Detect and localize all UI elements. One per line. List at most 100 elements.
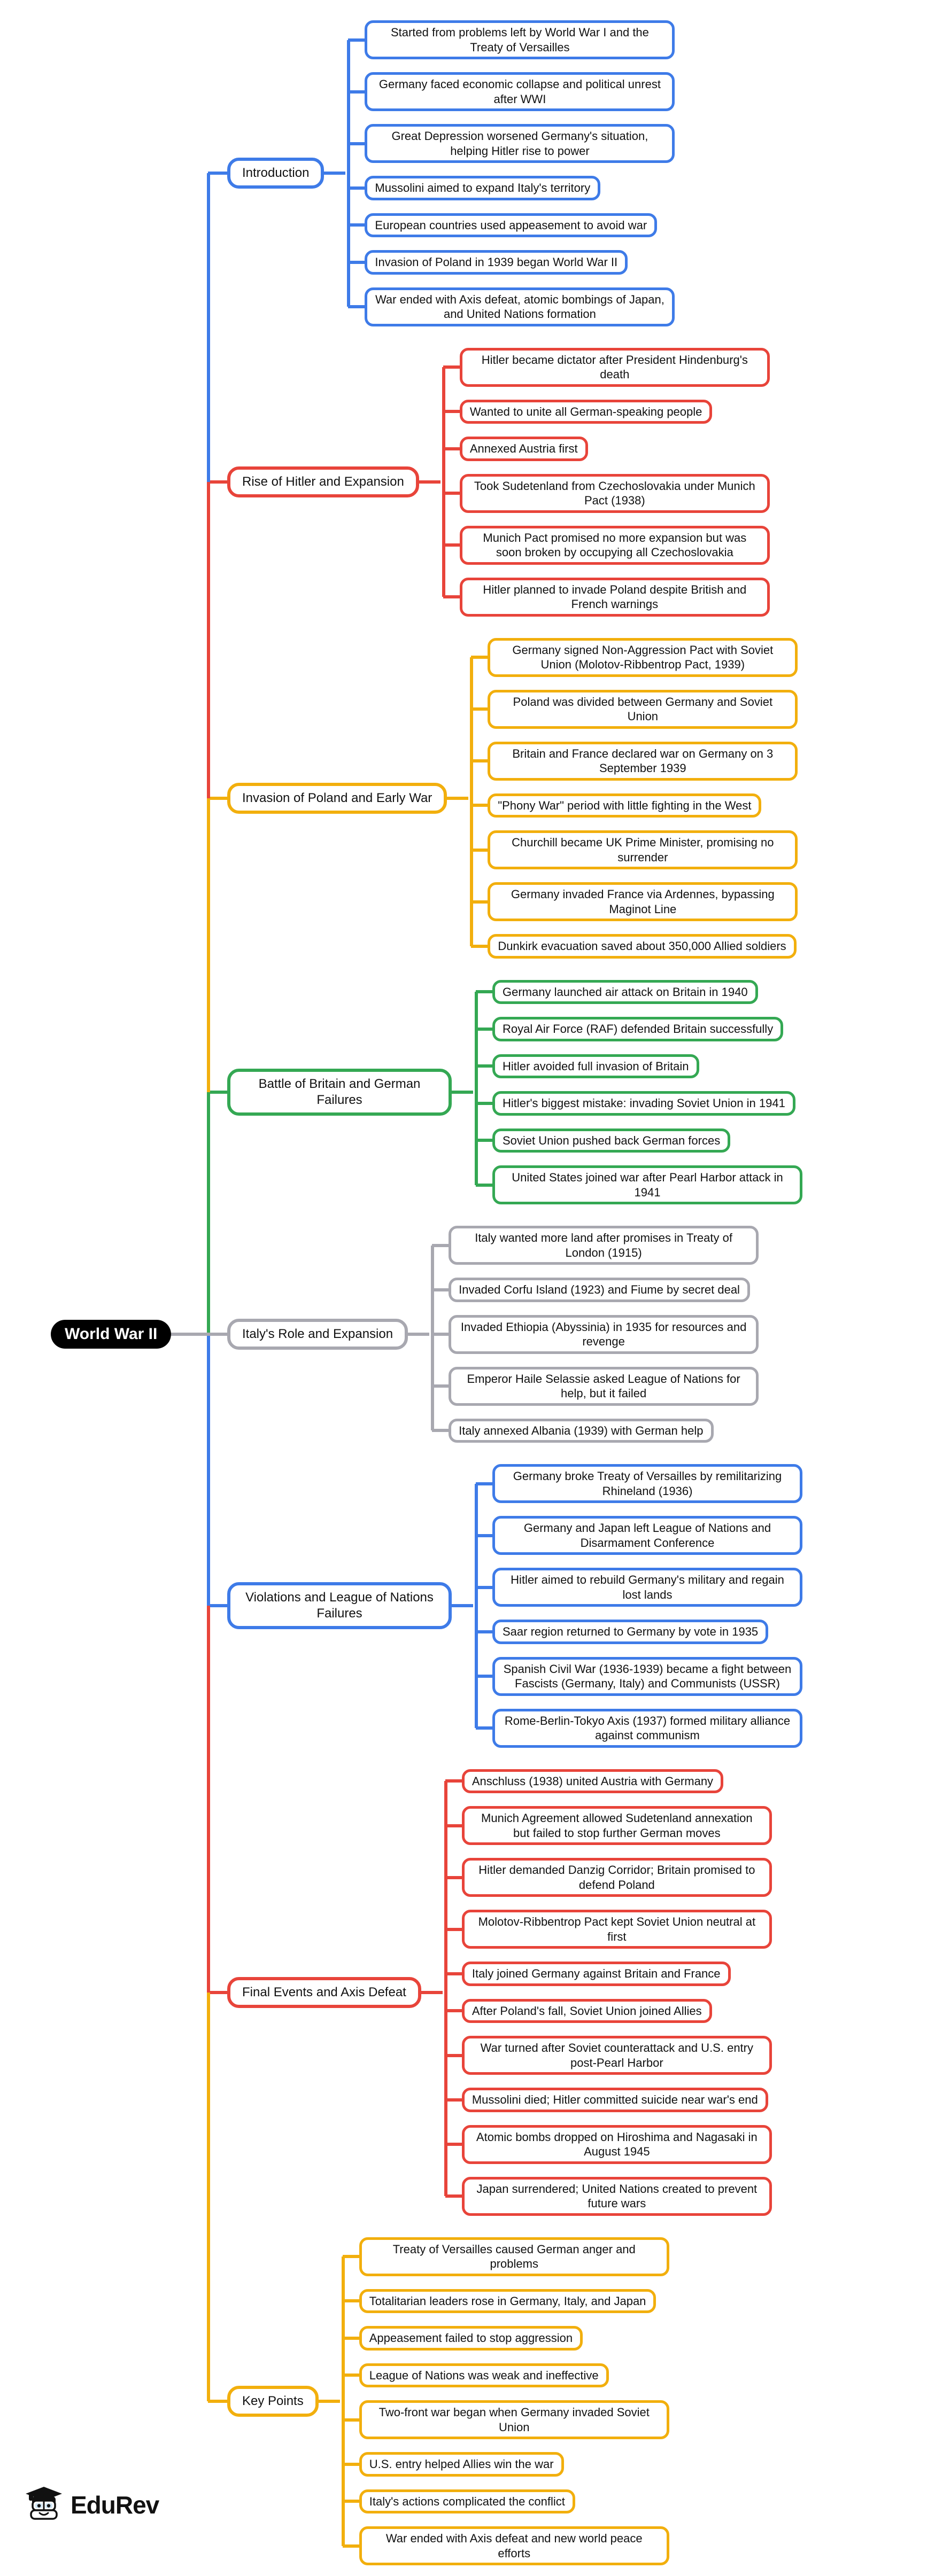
leaf-node: Munich Pact promised no more expansion b… (460, 526, 770, 565)
leaf-node: War ended with Axis defeat, atomic bombi… (365, 287, 675, 326)
edurev-wordmark: EduRev (71, 2491, 159, 2519)
leaf-list: Treaty of Versailles caused German anger… (340, 2237, 669, 2566)
connector-line (207, 1334, 210, 1453)
branch-label-key-points: Key Points (227, 2386, 319, 2417)
leaf-node: Totalitarian leaders rose in Germany, It… (359, 2289, 656, 2314)
branch-label-final-events: Final Events and Axis Defeat (227, 1977, 421, 2008)
leaf-node: Mussolini aimed to expand Italy's territ… (365, 176, 600, 200)
leaf-list: Germany signed Non-Aggression Pact with … (468, 638, 798, 959)
connector-line (207, 173, 210, 337)
connector-line (207, 482, 210, 627)
leaf-node: After Poland's fall, Soviet Union joined… (462, 1999, 712, 2024)
connector-line (207, 1993, 210, 2227)
leaf-node: Atomic bombs dropped on Hiroshima and Na… (462, 2125, 772, 2164)
leaf-node: War turned after Soviet counterattack an… (462, 2036, 772, 2075)
leaf-node: Italy joined Germany against Britain and… (462, 1962, 731, 1986)
leaf-node: Germany and Japan left League of Nations… (492, 1516, 802, 1555)
leaf-node: Poland was divided between Germany and S… (488, 690, 798, 729)
leaf-node: Soviet Union pushed back German forces (492, 1129, 730, 1153)
leaf-node: Royal Air Force (RAF) defended Britain s… (492, 1017, 783, 1041)
leaf-node: Italy's actions complicated the conflict (359, 2489, 575, 2514)
leaf-node: Invasion of Poland in 1939 began World W… (365, 250, 628, 275)
connector-line (207, 798, 210, 969)
leaf-node: Germany broke Treaty of Versailles by re… (492, 1464, 802, 1503)
leaf-node: Two-front war began when Germany invaded… (359, 2400, 669, 2439)
leaf-node: Annexed Austria first (460, 437, 588, 461)
connector-line (207, 627, 210, 798)
branch-rise-of-hitler: Rise of Hitler and Expansion Hitler beca… (227, 337, 935, 627)
branch-italys-role: Italy's Role and Expansion Italy wanted … (227, 1215, 935, 1453)
leaf-node: Dunkirk evacuation saved about 350,000 A… (488, 934, 796, 959)
leaf-node: Japan surrendered; United Nations create… (462, 2177, 772, 2216)
leaf-node: European countries used appeasement to a… (365, 213, 657, 238)
leaf-node: Saar region returned to Germany by vote … (492, 1620, 768, 1644)
connector-line (207, 2227, 210, 2401)
leaf-node: War ended with Axis defeat and new world… (359, 2526, 669, 2565)
connector-line (207, 1092, 210, 1215)
leaf-node: United States joined war after Pearl Har… (492, 1165, 802, 1204)
leaf-node: Hitler demanded Danzig Corridor; Britain… (462, 1858, 772, 1897)
leaf-node: Wanted to unite all German-speaking peop… (460, 400, 713, 424)
leaf-node: Germany faced economic collapse and poli… (365, 72, 675, 111)
connector-line (207, 1758, 210, 1993)
leaf-list: Germany launched air attack on Britain i… (473, 980, 802, 1205)
root-connector (171, 1333, 210, 1336)
branch-invasion-of-poland: Invasion of Poland and Early War Germany… (227, 627, 935, 969)
connector-line (207, 1215, 210, 1334)
leaf-list: Italy wanted more land after promises in… (429, 1226, 759, 1443)
leaf-node: Italy wanted more land after promises in… (449, 1226, 759, 1265)
connector-line (207, 1453, 210, 1606)
branch-violations-league: Violations and League of Nations Failure… (227, 1453, 935, 1758)
leaf-node: Hitler avoided full invasion of Britain (492, 1054, 699, 1079)
leaf-node: Churchill became UK Prime Minister, prom… (488, 830, 798, 869)
branch-label-invasion-of-poland: Invasion of Poland and Early War (227, 783, 447, 814)
leaf-node: Britain and France declared war on Germa… (488, 742, 798, 781)
branches-container: Introduction Started from problems left … (208, 10, 935, 2576)
leaf-list: Anschluss (1938) united Austria with Ger… (443, 1769, 772, 2216)
leaf-node: Hitler aimed to rebuild Germany's milita… (492, 1568, 802, 1607)
branch-label-battle-of-britain: Battle of Britain and German Failures (227, 1069, 452, 1116)
branch-key-points: Key Points Treaty of Versailles caused G… (227, 2227, 935, 2576)
leaf-node: Munich Agreement allowed Sudetenland ann… (462, 1806, 772, 1845)
leaf-node: Hitler planned to invade Poland despite … (460, 578, 770, 617)
leaf-node: Mussolini died; Hitler committed suicide… (462, 2088, 768, 2112)
leaf-node: Treaty of Versailles caused German anger… (359, 2237, 669, 2276)
branch-battle-of-britain: Battle of Britain and German Failures Ge… (227, 969, 935, 1216)
leaf-node: "Phony War" period with little fighting … (488, 793, 761, 818)
leaf-node: Emperor Haile Selassie asked League of N… (449, 1367, 759, 1406)
leaf-node: Invaded Ethiopia (Abyssinia) in 1935 for… (449, 1315, 759, 1354)
branch-label-rise-of-hitler: Rise of Hitler and Expansion (227, 466, 419, 497)
branch-introduction: Introduction Started from problems left … (227, 10, 935, 337)
leaf-node: Took Sudetenland from Czechoslovakia und… (460, 474, 770, 513)
leaf-node: Germany signed Non-Aggression Pact with … (488, 638, 798, 677)
leaf-node: Italy annexed Albania (1939) with German… (449, 1419, 713, 1443)
leaf-node: Spanish Civil War (1936-1939) became a f… (492, 1657, 802, 1696)
leaf-node: Invaded Corfu Island (1923) and Fiume by… (449, 1278, 750, 1302)
leaf-node: Germany invaded France via Ardennes, byp… (488, 882, 798, 921)
leaf-list: Started from problems left by World War … (345, 20, 675, 326)
branch-label-violations-league: Violations and League of Nations Failure… (227, 1582, 452, 1629)
leaf-node: Anschluss (1938) united Austria with Ger… (462, 1769, 723, 1794)
leaf-node: Germany launched air attack on Britain i… (492, 980, 758, 1005)
leaf-node: Hitler's biggest mistake: invading Sovie… (492, 1091, 795, 1116)
connector-line (207, 1606, 210, 1758)
leaf-list: Germany broke Treaty of Versailles by re… (473, 1464, 802, 1748)
leaf-node: U.S. entry helped Allies win the war (359, 2452, 564, 2477)
edurev-mascot-icon (25, 2486, 63, 2524)
leaf-node: Great Depression worsened Germany's situ… (365, 124, 675, 163)
root-node: World War II (51, 1320, 171, 1349)
leaf-node: Hitler became dictator after President H… (460, 348, 770, 387)
leaf-node: Rome-Berlin-Tokyo Axis (1937) formed mil… (492, 1709, 802, 1748)
connector-line (207, 969, 210, 1092)
edurev-logo: EduRev (25, 2486, 159, 2524)
connector-line (207, 337, 210, 482)
leaf-node: League of Nations was weak and ineffecti… (359, 2363, 609, 2388)
branch-label-italys-role: Italy's Role and Expansion (227, 1319, 408, 1350)
leaf-node: Molotov-Ribbentrop Pact kept Soviet Unio… (462, 1910, 772, 1949)
leaf-node: Started from problems left by World War … (365, 20, 675, 59)
leaf-node: Appeasement failed to stop aggression (359, 2326, 583, 2351)
branch-final-events: Final Events and Axis Defeat Anschluss (… (227, 1758, 935, 2227)
leaf-list: Hitler became dictator after President H… (441, 348, 770, 617)
